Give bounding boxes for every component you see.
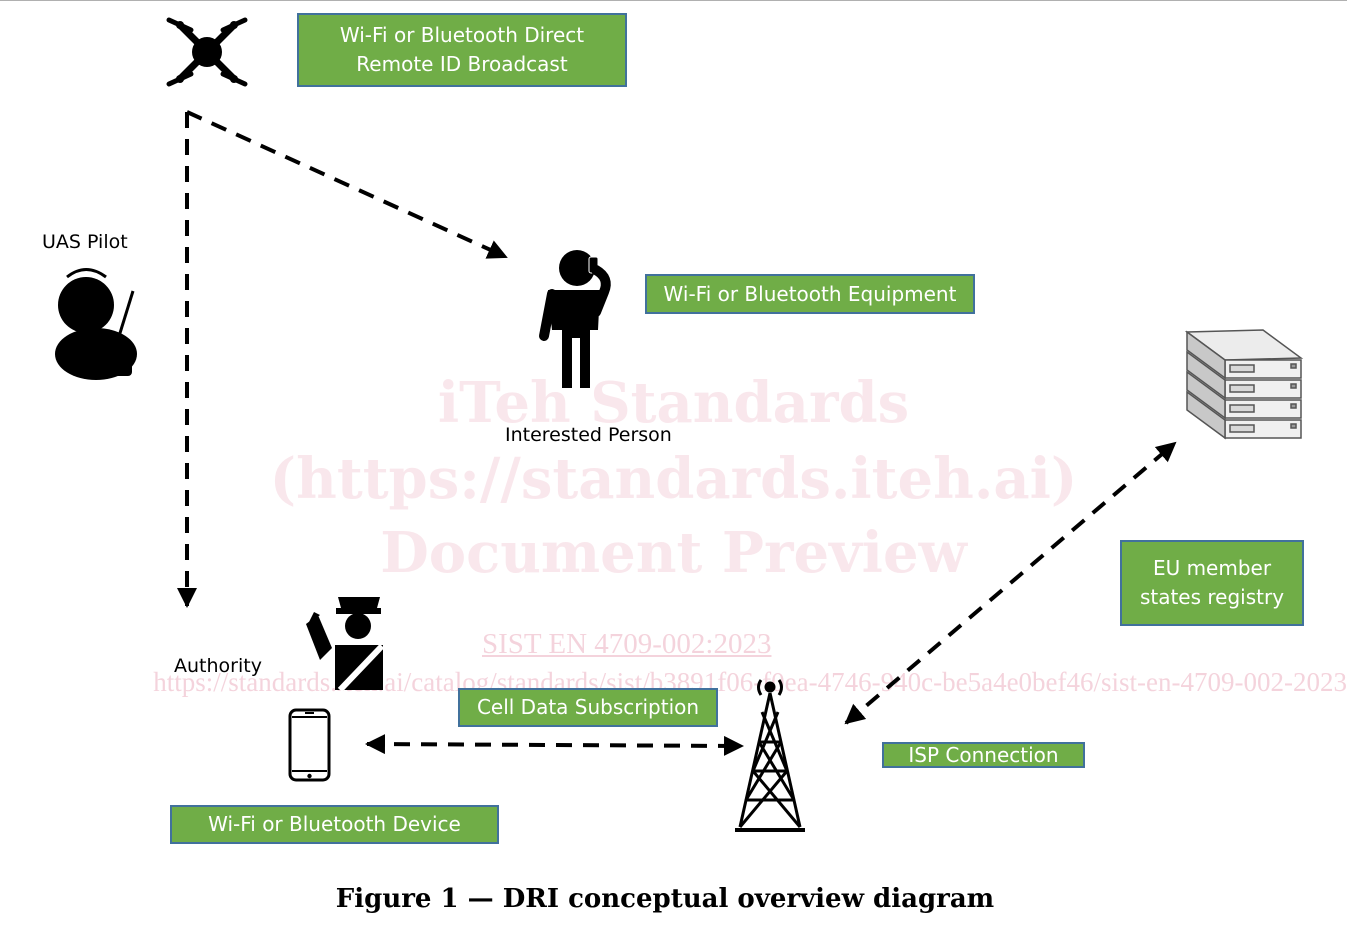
person-phone-icon	[539, 250, 611, 388]
drone-icon	[166, 17, 248, 87]
uas-pilot-label: UAS Pilot	[42, 231, 128, 253]
authority-label: Authority	[174, 655, 262, 677]
registry-line1: EU member	[1152, 556, 1272, 580]
top-rule	[0, 0, 1347, 1]
registry-box: EU member states registry	[1120, 540, 1304, 626]
direct-broadcast-box: Wi-Fi or Bluetooth Direct Remote ID Broa…	[297, 13, 627, 87]
cell-tower-icon	[735, 679, 805, 832]
arrow-device-to-tower	[365, 734, 744, 756]
device-box: Wi-Fi or Bluetooth Device	[170, 805, 499, 844]
registry-line2: states registry	[1139, 585, 1285, 609]
smartphone-icon	[288, 708, 331, 782]
arrow-drone-to-person	[186, 110, 508, 259]
equipment-box: Wi-Fi or Bluetooth Equipment	[645, 274, 975, 314]
server-rack-icon	[1184, 329, 1304, 440]
isp-box: ISP Connection	[882, 742, 1085, 768]
direct-broadcast-line1: Wi-Fi or Bluetooth Direct	[339, 23, 585, 47]
pilot-icon	[55, 268, 137, 380]
interested-person-label: Interested Person	[505, 424, 672, 446]
direct-broadcast-line2: Remote ID Broadcast	[356, 52, 568, 76]
cell-data-box: Cell Data Subscription	[458, 688, 718, 727]
arrow-tower-to-registry	[844, 441, 1177, 725]
figure-caption: Figure 1 — DRI conceptual overview diagr…	[335, 884, 995, 914]
officer-icon	[306, 597, 385, 693]
